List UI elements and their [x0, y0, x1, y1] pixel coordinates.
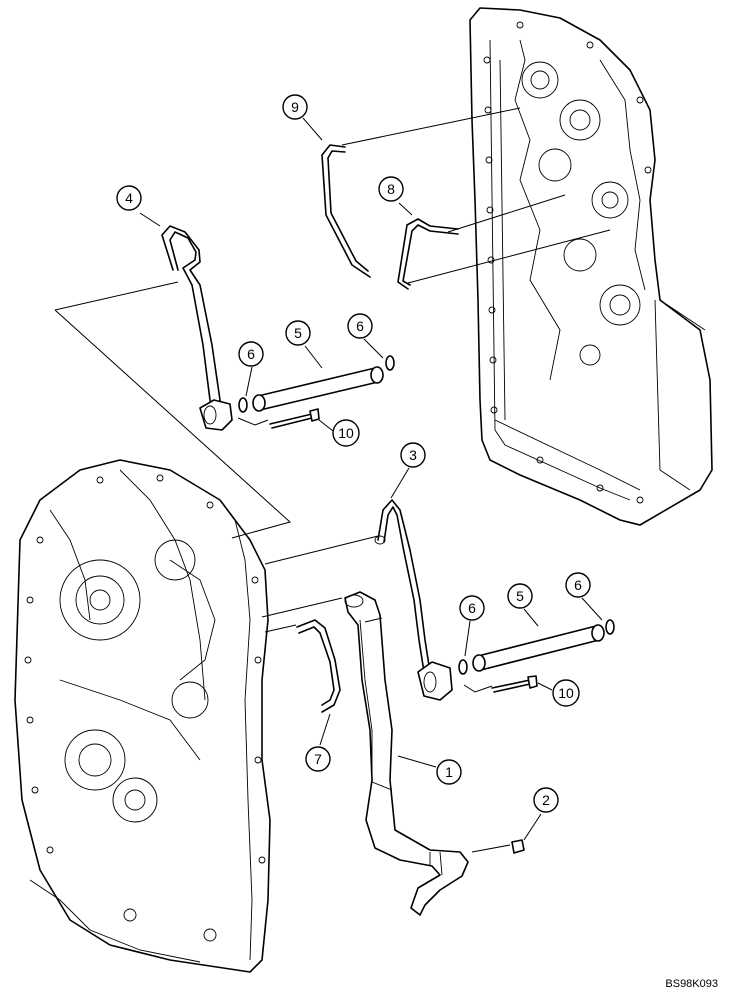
svg-text:9: 9 — [291, 99, 299, 115]
svg-text:7: 7 — [314, 751, 322, 767]
callout-10-upper: 10 — [332, 419, 360, 447]
svg-text:5: 5 — [516, 588, 524, 604]
part-8-tube — [397, 218, 459, 290]
svg-text:10: 10 — [338, 425, 354, 441]
reference-code: BS98K093 — [665, 978, 718, 990]
svg-text:5: 5 — [294, 325, 302, 341]
part-3-pipe — [374, 499, 453, 701]
callout-7: 7 — [305, 746, 331, 772]
svg-text:4: 4 — [125, 190, 133, 206]
svg-text:1: 1 — [445, 764, 453, 780]
housing-bolt-holes — [483, 21, 652, 504]
callout-6-upper-right: 6 — [347, 313, 373, 339]
upper-housing-cover — [469, 7, 713, 526]
svg-text:6: 6 — [247, 346, 255, 362]
svg-text:8: 8 — [387, 181, 395, 197]
callout-9: 9 — [282, 94, 308, 120]
lower-transmission-housing — [14, 459, 271, 973]
callout-5-upper: 5 — [285, 320, 311, 346]
part-7-tube — [296, 619, 341, 713]
callout-1: 1 — [436, 759, 462, 785]
svg-text:6: 6 — [468, 600, 476, 616]
callout-2: 2 — [533, 787, 559, 813]
svg-text:3: 3 — [409, 447, 417, 463]
callout-10-lower: 10 — [552, 679, 580, 707]
part-4-pipe — [161, 225, 233, 431]
svg-text:2: 2 — [542, 792, 550, 808]
part-5-rod-upper — [252, 366, 384, 412]
part-1-hose — [344, 591, 469, 916]
part-10-bolts — [269, 408, 538, 693]
part-9-tube — [321, 144, 371, 278]
svg-text:10: 10 — [558, 685, 574, 701]
alignment-lines — [54, 107, 611, 853]
svg-text:6: 6 — [356, 318, 364, 334]
callout-6-lower-right: 6 — [565, 572, 591, 598]
callout-8: 8 — [378, 176, 404, 202]
callout-5-lower: 5 — [507, 583, 533, 609]
callout-leaders — [139, 117, 603, 841]
housing-bolt-holes-lower — [24, 474, 266, 942]
part-5-rod-lower — [472, 624, 605, 672]
callout-3: 3 — [400, 442, 426, 468]
part-2-plug — [511, 839, 525, 854]
part-6-orings — [238, 355, 615, 675]
svg-text:6: 6 — [574, 577, 582, 593]
callout-4: 4 — [116, 185, 142, 211]
callout-6-lower-left: 6 — [459, 595, 485, 621]
callout-6-upper-left: 6 — [238, 341, 264, 367]
